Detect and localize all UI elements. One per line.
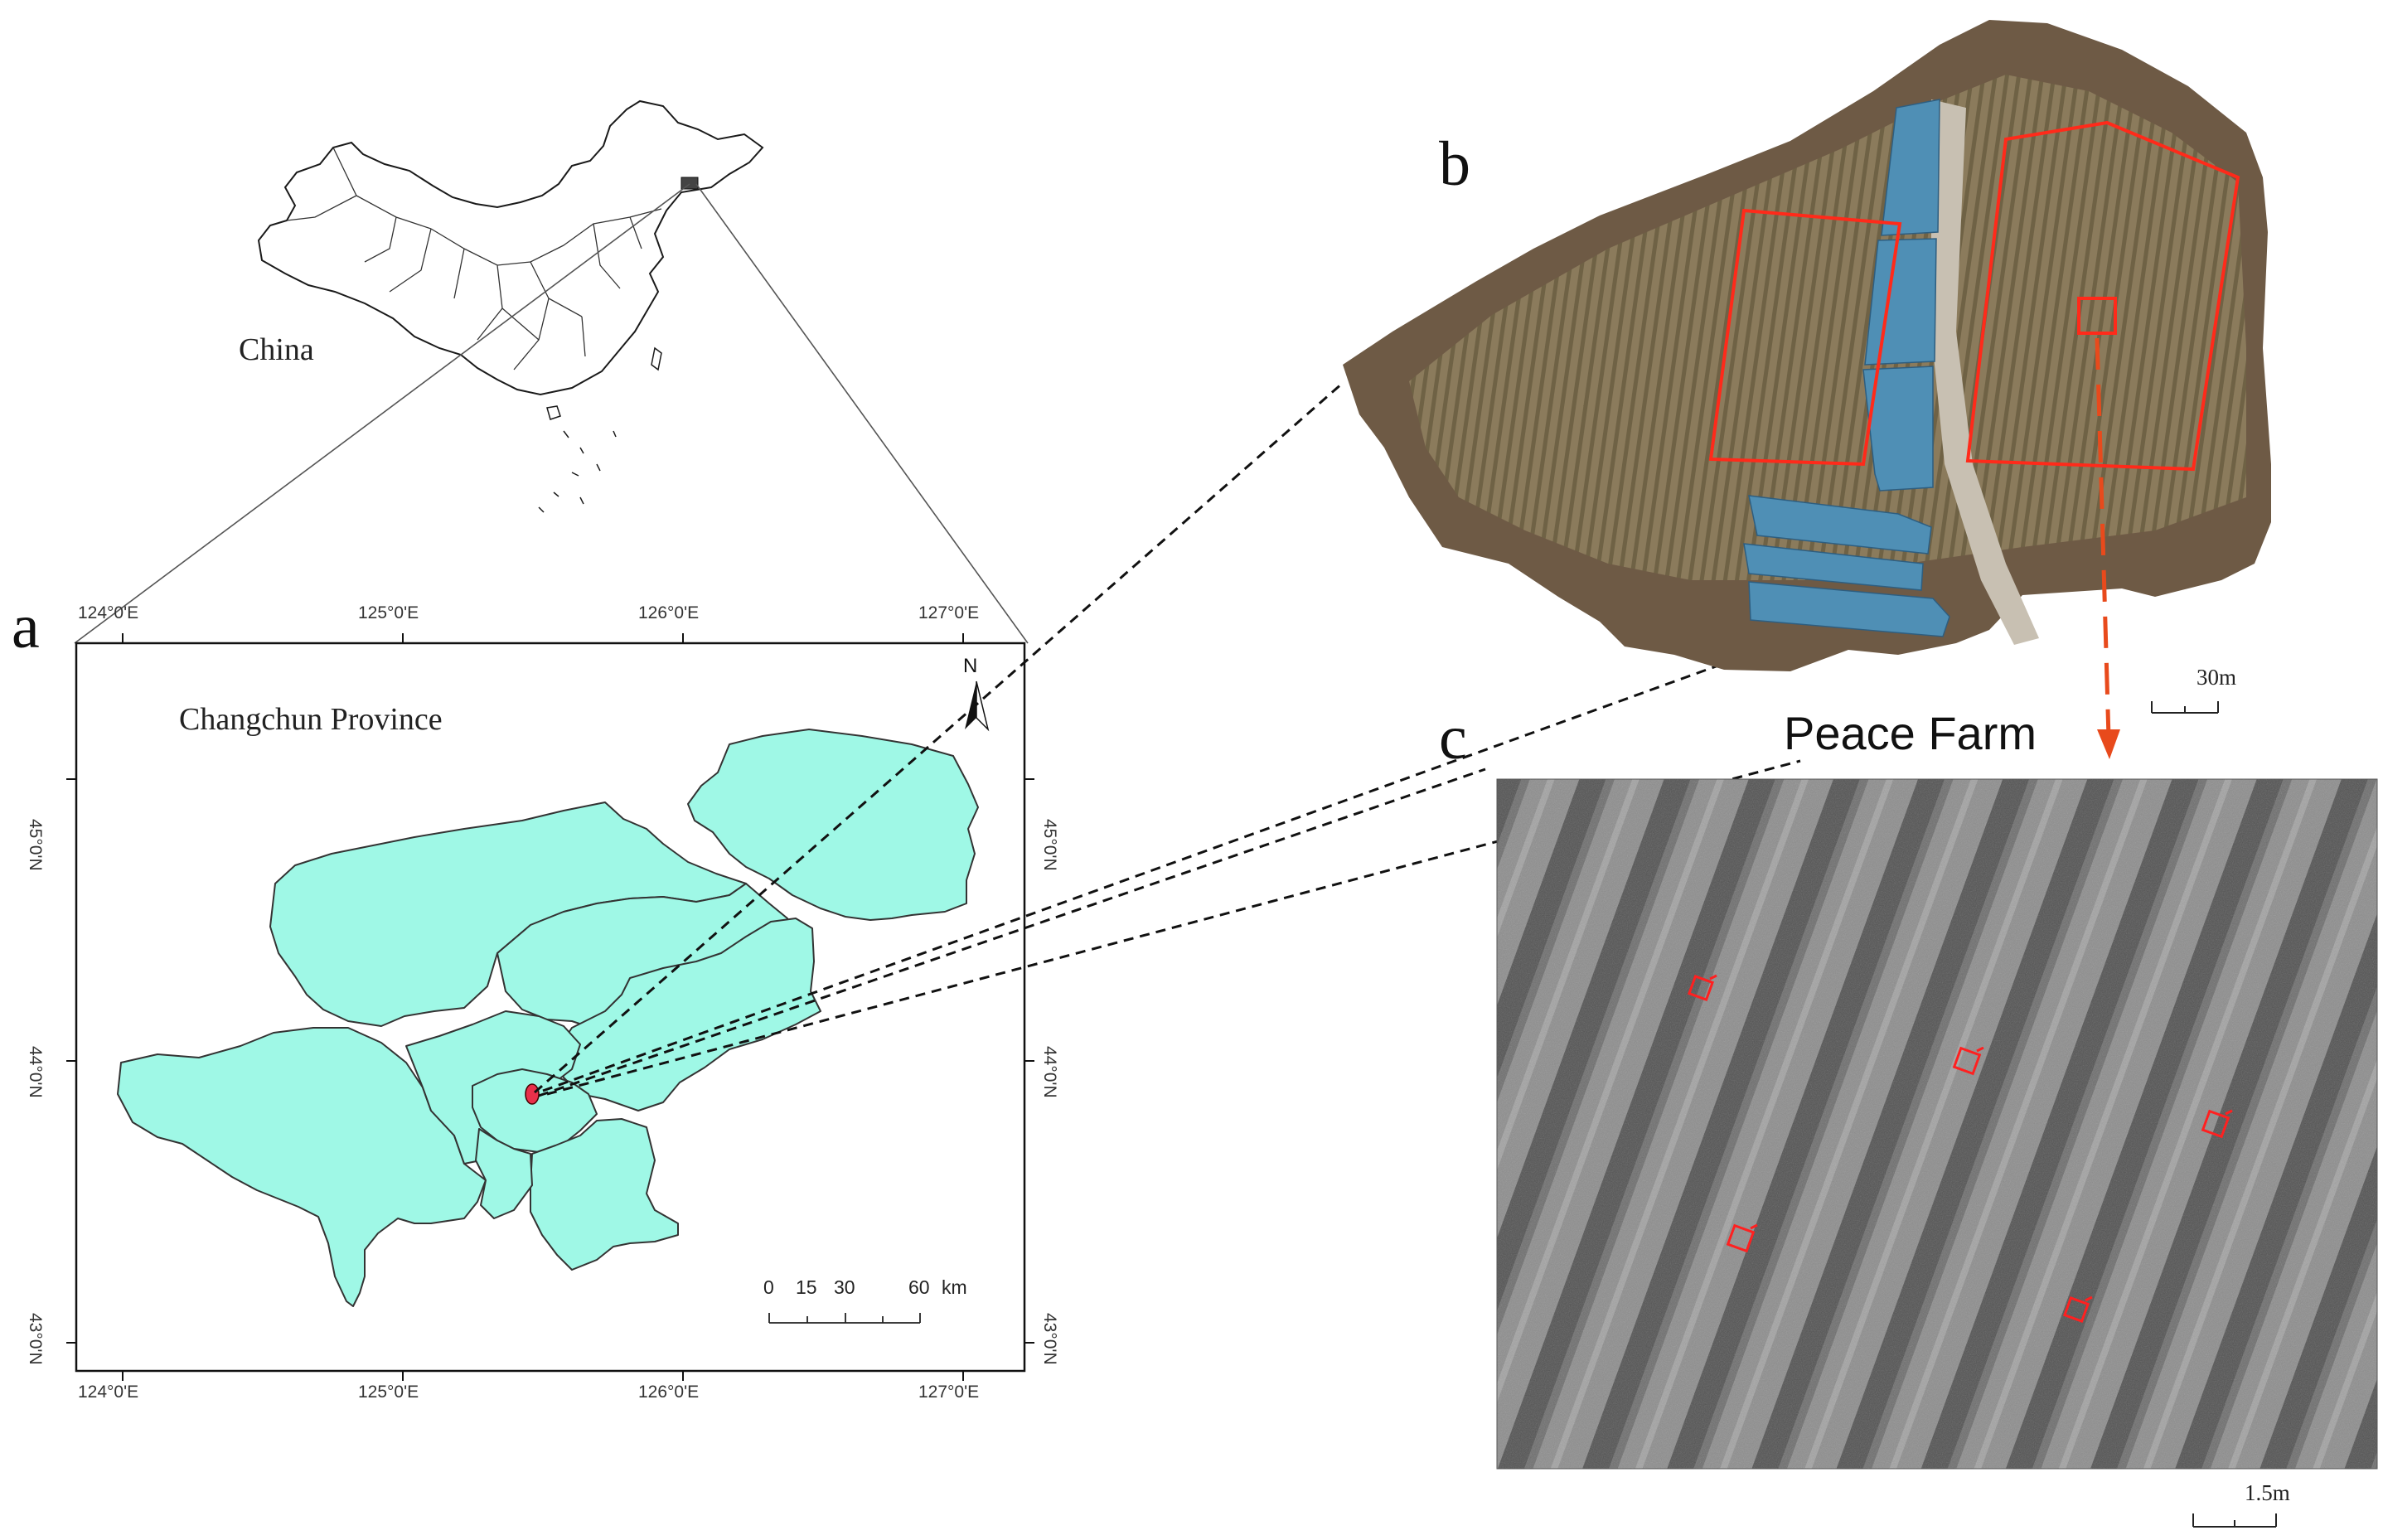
- sample-plot-markers: [1687, 974, 2233, 1324]
- zoom-arrow: [2095, 337, 2120, 759]
- changchun-district-map: [117, 729, 979, 1307]
- study-field-left: [1708, 208, 1902, 467]
- sample-plot-square: [1952, 1046, 1982, 1076]
- region-label: Changchun Province: [179, 702, 443, 737]
- district-northeast: [687, 729, 979, 921]
- north-arrow-icon: [965, 680, 990, 732]
- lon-bottom-label: 124°0'E: [78, 1383, 139, 1402]
- south-sea-islands: [538, 430, 617, 513]
- scalebar-b-label: 30m: [2197, 665, 2237, 690]
- study-field-right: [1965, 120, 2240, 472]
- scalebar-c-label: 1.5m: [2245, 1480, 2290, 1505]
- scale-km-30: 30: [834, 1276, 855, 1298]
- lon-top-label: 127°0'E: [918, 603, 980, 622]
- scale-km-15: 15: [796, 1276, 817, 1298]
- aerial-orthophoto-b: [1343, 20, 2271, 671]
- lat-right-label: 44°0'N: [1040, 1046, 1059, 1098]
- sample-plot-tag: [2225, 1109, 2233, 1116]
- connector-site-to-b-bottom: [538, 768, 1486, 1097]
- sample-plot-square: [2062, 1295, 2090, 1324]
- lon-bottom-tickmarks: [122, 1371, 964, 1381]
- lat-left-label: 45°0'N: [26, 819, 45, 871]
- connector-site-to-c-top: [542, 643, 1776, 1092]
- panel-label-c: c: [1439, 703, 1467, 772]
- greenhouse-column: [1862, 99, 1940, 492]
- zoom-plot-square: [2077, 297, 2117, 335]
- arrow-head-icon: [2097, 729, 2120, 759]
- china-inset-map: [257, 99, 764, 513]
- connector-site-to-b-top: [534, 381, 1344, 1094]
- panel-label-a: a: [12, 592, 40, 661]
- lon-top-label: 125°0'E: [358, 603, 419, 622]
- scale-km-unit: km: [942, 1276, 967, 1298]
- scale-km-60: 60: [908, 1276, 930, 1298]
- lon-top-tickmarks: [122, 633, 964, 643]
- china-label: China: [239, 332, 314, 367]
- site-label: Peace Farm: [1784, 707, 2037, 759]
- scale-km-0: 0: [763, 1276, 774, 1298]
- lat-right-label: 45°0'N: [1040, 819, 1059, 871]
- lat-right-label: 43°0'N: [1040, 1313, 1059, 1365]
- scalebar-b-graphic: [2151, 701, 2219, 714]
- lat-left-label: 44°0'N: [26, 1046, 45, 1098]
- north-label: N: [963, 655, 978, 677]
- panel-label-b: b: [1439, 129, 1470, 199]
- district-west: [117, 1027, 487, 1307]
- hainan-shape: [546, 405, 561, 420]
- changchun-locator: [681, 177, 699, 190]
- zoom-line-right: [695, 183, 1029, 644]
- lon-bottom-label: 127°0'E: [918, 1383, 980, 1402]
- sample-plot-square: [2201, 1109, 2230, 1139]
- lon-bottom-label: 125°0'E: [358, 1383, 419, 1402]
- sample-plot-square: [1726, 1223, 1756, 1253]
- greenhouse-rows: [1743, 495, 1950, 637]
- lon-top-label: 126°0'E: [638, 603, 700, 622]
- ortho-b-road: [1931, 99, 2039, 645]
- sample-plot-tag: [1709, 974, 1717, 981]
- sample-plot-tag: [2085, 1295, 2093, 1302]
- study-site-marker: [525, 1083, 540, 1105]
- lon-bottom-label: 126°0'E: [638, 1383, 700, 1402]
- ortho-b-fields: [1409, 75, 2246, 580]
- scalebar-c-graphic: [2192, 1513, 2277, 1528]
- china-province-lines: [286, 147, 662, 370]
- study-field-outlines: [1708, 120, 2240, 472]
- sample-plot-square: [1687, 974, 1715, 1002]
- lon-top-label: 124°0'E: [78, 603, 139, 622]
- km-scalebar-graphic: [768, 1313, 921, 1324]
- taiwan-shape: [651, 346, 662, 371]
- lat-left-tickmarks: [66, 778, 76, 1344]
- lat-right-tickmarks: [1024, 778, 1034, 1344]
- zoom-line-left: [74, 183, 690, 644]
- china-outline: [257, 99, 764, 396]
- lat-left-label: 43°0'N: [26, 1313, 45, 1365]
- closeup-image-c: [1496, 778, 2378, 1470]
- district-south: [530, 1118, 679, 1271]
- sample-plot-tag: [1976, 1046, 1984, 1053]
- district-southwest: [475, 1128, 533, 1219]
- sample-plot-tag: [1750, 1223, 1758, 1230]
